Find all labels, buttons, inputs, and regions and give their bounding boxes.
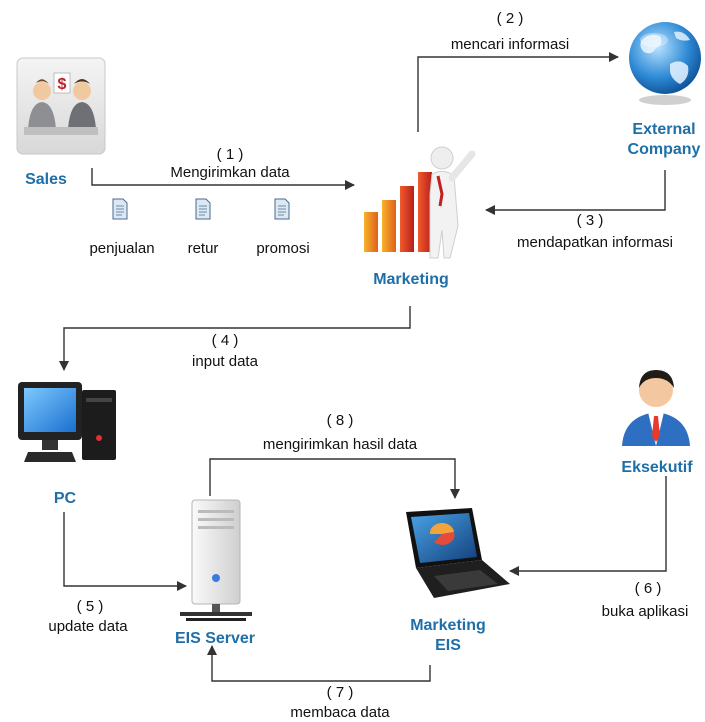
node-pc-label: PC: [53, 490, 77, 507]
step-3-number: ( 3 ): [576, 212, 604, 229]
node-marketing-eis-label: Marketing EIS: [396, 616, 500, 656]
step-2-number: ( 2 ): [496, 10, 524, 27]
sales-meeting-icon: $: [16, 57, 106, 155]
node-external-company-label: External Company: [622, 120, 705, 160]
document-label: retur: [187, 240, 219, 257]
step-6-label: buka aplikasi: [601, 603, 689, 620]
arrow-step-5: [63, 512, 187, 591]
arrow-step-1: [91, 168, 355, 190]
document-icon: [274, 198, 290, 220]
node-marketing-label: Marketing: [373, 271, 449, 288]
svg-text:$: $: [58, 76, 67, 93]
document-icon: [112, 198, 128, 220]
step-4-number: ( 4 ): [211, 332, 239, 349]
marketing-eis-line1: Marketing: [410, 617, 486, 634]
step-2-label: mencari informasi: [450, 36, 570, 53]
document-icon: [195, 198, 211, 220]
document-label: promosi: [256, 240, 310, 257]
arrow-step-4: [59, 306, 411, 371]
step-3-label: mendapatkan informasi: [517, 234, 673, 251]
server-icon: [180, 499, 252, 621]
step-8-label: mengirimkan hasil data: [262, 436, 418, 453]
node-sales-label: Sales: [25, 171, 67, 188]
step-8-number: ( 8 ): [326, 412, 354, 429]
node-eksekutif-label: Eksekutif: [621, 459, 693, 476]
step-6-number: ( 6 ): [634, 580, 662, 597]
step-7-label: membaca data: [290, 704, 390, 721]
executive-icon: [622, 370, 690, 446]
arrow-step-3: [485, 170, 666, 215]
step-5-label: update data: [48, 618, 128, 635]
node-eis-server-label: EIS Server: [174, 630, 256, 647]
external-label-line1: External: [632, 121, 696, 138]
desktop-pc-icon: [18, 382, 116, 462]
marketing-chart-icon: [364, 146, 476, 259]
arrow-step-2: [417, 52, 619, 132]
arrow-step-7: [207, 645, 431, 682]
step-4-label: input data: [192, 353, 258, 370]
arrow-step-8: [209, 458, 460, 499]
globe-icon: [629, 22, 701, 105]
step-1-label: Mengirimkan data: [170, 164, 290, 181]
step-5-number: ( 5 ): [76, 598, 104, 615]
laptop-icon: [406, 508, 510, 598]
step-1-number: ( 1 ): [216, 146, 244, 163]
arrow-step-6: [509, 476, 667, 576]
step-7-number: ( 7 ): [326, 684, 354, 701]
document-label: penjualan: [89, 240, 155, 257]
external-label-line2: Company: [627, 141, 701, 158]
marketing-eis-line2: EIS: [435, 637, 461, 654]
